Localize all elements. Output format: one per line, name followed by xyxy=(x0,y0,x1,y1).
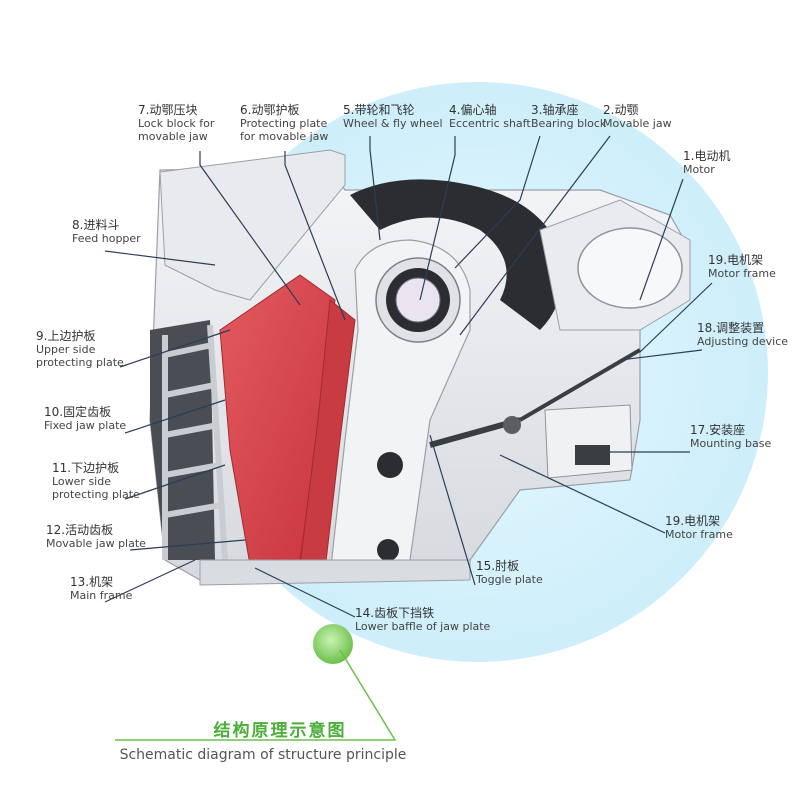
label-motor-frame-bottom: 19.电机架 Motor frame xyxy=(665,514,733,542)
label-upper-side: 9.上边护板 Upper side protecting plate xyxy=(36,329,124,370)
label-toggle-plate: 15.肘板 Toggle plate xyxy=(476,559,543,587)
jaw-hole-2 xyxy=(377,539,399,561)
adjusting-nut xyxy=(503,416,521,434)
leader-lines xyxy=(104,135,713,618)
label-motor-frame-top: 19.电机架 Motor frame xyxy=(708,253,776,281)
label-lock-block: 7.动鄂压块 Lock block for movable jaw xyxy=(138,103,215,144)
mounting-base-shape xyxy=(544,404,633,479)
caption-pointer xyxy=(115,649,397,741)
label-adjusting-device: 18.调整装置 Adjusting device xyxy=(697,321,789,349)
label-motor: 1.电动机 Motor xyxy=(683,149,731,177)
label-protecting-plate: 6.动鄂护板 Protecting plate for movable jaw xyxy=(240,103,329,144)
label-lower-side: 11.下边护板 Lower side protecting plate xyxy=(52,461,140,502)
flywheel-shape xyxy=(350,179,563,330)
label-mounting-base: 17.安装座 Mounting base xyxy=(690,423,772,451)
label-movable-jaw: 2.动颚 Movable jaw xyxy=(603,103,672,131)
label-feed-hopper: 8.进料斗 Feed hopper xyxy=(72,218,141,246)
caption-chinese: 结构原理示意图 xyxy=(213,721,347,741)
label-wheel: 5.带轮和飞轮 Wheel & fly wheel xyxy=(343,103,443,131)
frame-bottom xyxy=(199,559,471,586)
label-bearing-block: 3.轴承座 Bearing block xyxy=(531,103,607,131)
adjusting-rod xyxy=(518,348,642,422)
label-eccentric-shaft: 4.偏心轴 Eccentric shaft xyxy=(449,103,531,131)
motor-shape xyxy=(577,227,683,309)
label-fixed-jaw: 10.固定齿板 Fixed jaw plate xyxy=(44,405,127,433)
caption-english: Schematic diagram of structure principle xyxy=(119,747,407,763)
label-movable-jaw-plate: 12.活动齿板 Movable jaw plate xyxy=(46,523,146,551)
label-lower-baffle: 14.齿板下挡铁 Lower baffle of jaw plate xyxy=(355,606,491,634)
eccentric-shaft-shape xyxy=(395,277,441,323)
label-main-frame: 13.机架 Main frame xyxy=(70,575,133,603)
mounting-base-detail xyxy=(575,445,610,465)
jaw-hole-1 xyxy=(377,452,403,478)
caption-dot xyxy=(313,624,353,664)
feed-hopper-shape xyxy=(159,149,346,301)
side-ladder xyxy=(162,324,228,561)
frame-side-dark xyxy=(150,320,215,560)
